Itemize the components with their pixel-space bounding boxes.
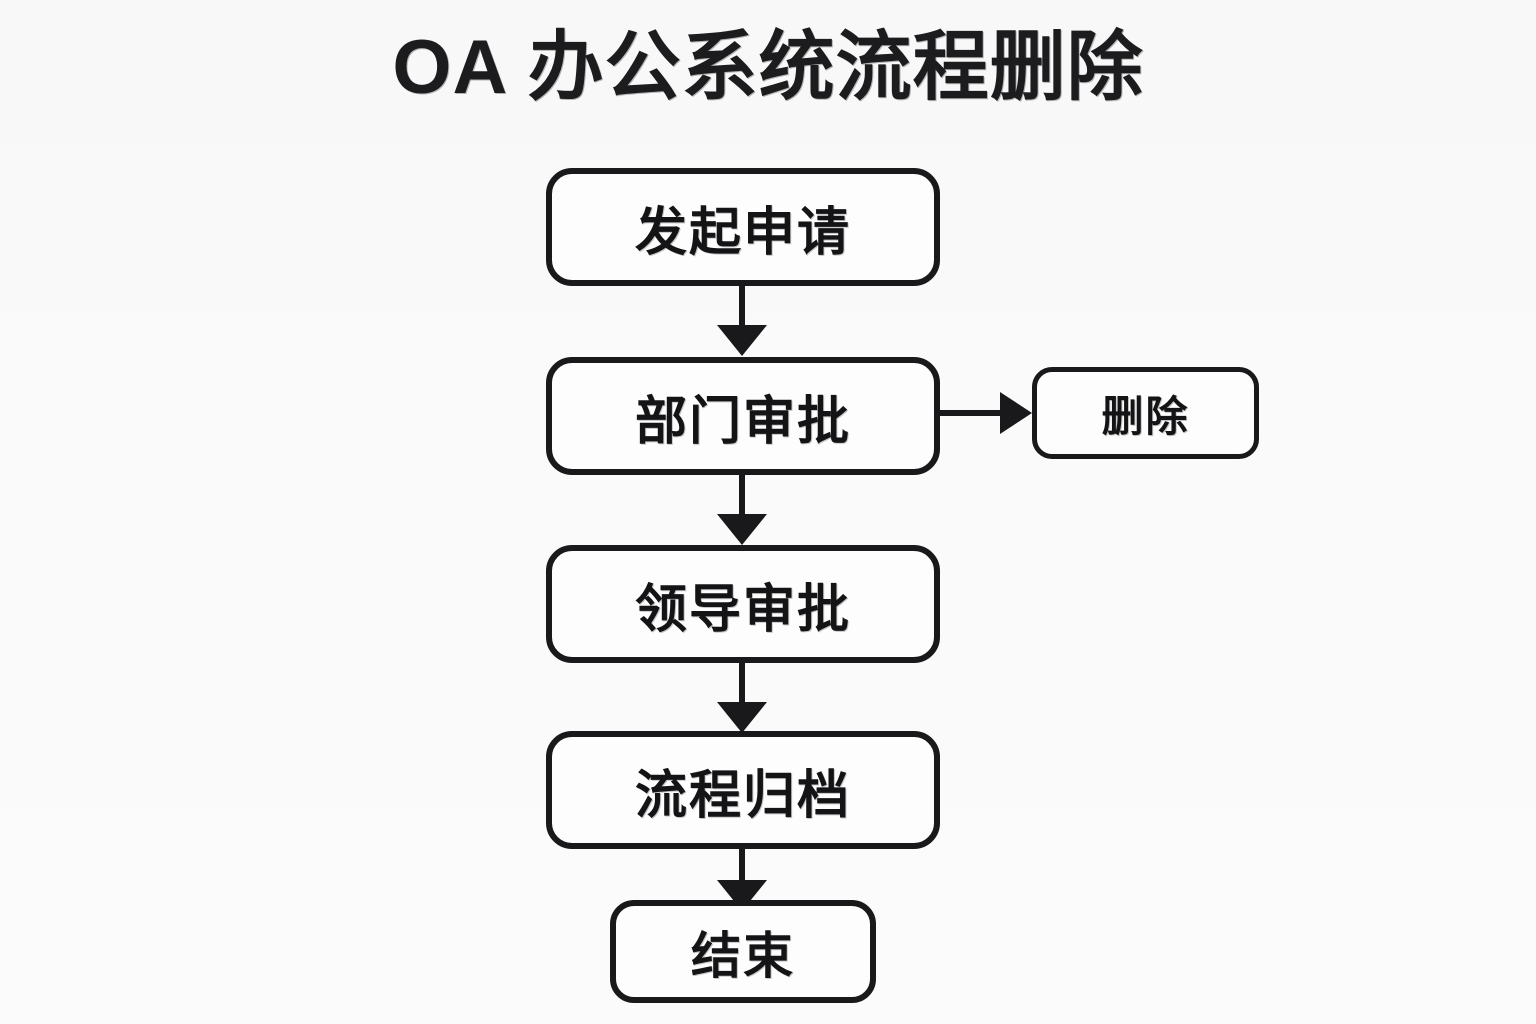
arrowhead-down-icon [717, 702, 767, 733]
page-title: OA 办公系统流程删除 [392, 25, 1144, 110]
connector-dept-to-delete [940, 410, 1008, 416]
flow-node-start[interactable]: 发起申请 [546, 168, 940, 286]
connector-dept-to-leader [739, 475, 745, 523]
connector-archive-to-end [739, 849, 745, 891]
flow-node-end[interactable]: 结束 [610, 900, 876, 1003]
flow-node-leader-approval[interactable]: 领导审批 [546, 545, 940, 663]
arrowhead-down-icon [717, 325, 767, 356]
arrowhead-down-icon [717, 514, 767, 545]
flow-node-department-approval[interactable]: 部门审批 [546, 357, 940, 475]
flow-node-delete[interactable]: 删除 [1032, 367, 1259, 459]
arrowhead-right-icon [1000, 392, 1032, 434]
flow-node-archive[interactable]: 流程归档 [546, 731, 940, 849]
connector-start-to-dept [739, 286, 745, 336]
connector-leader-to-archive [739, 663, 745, 709]
